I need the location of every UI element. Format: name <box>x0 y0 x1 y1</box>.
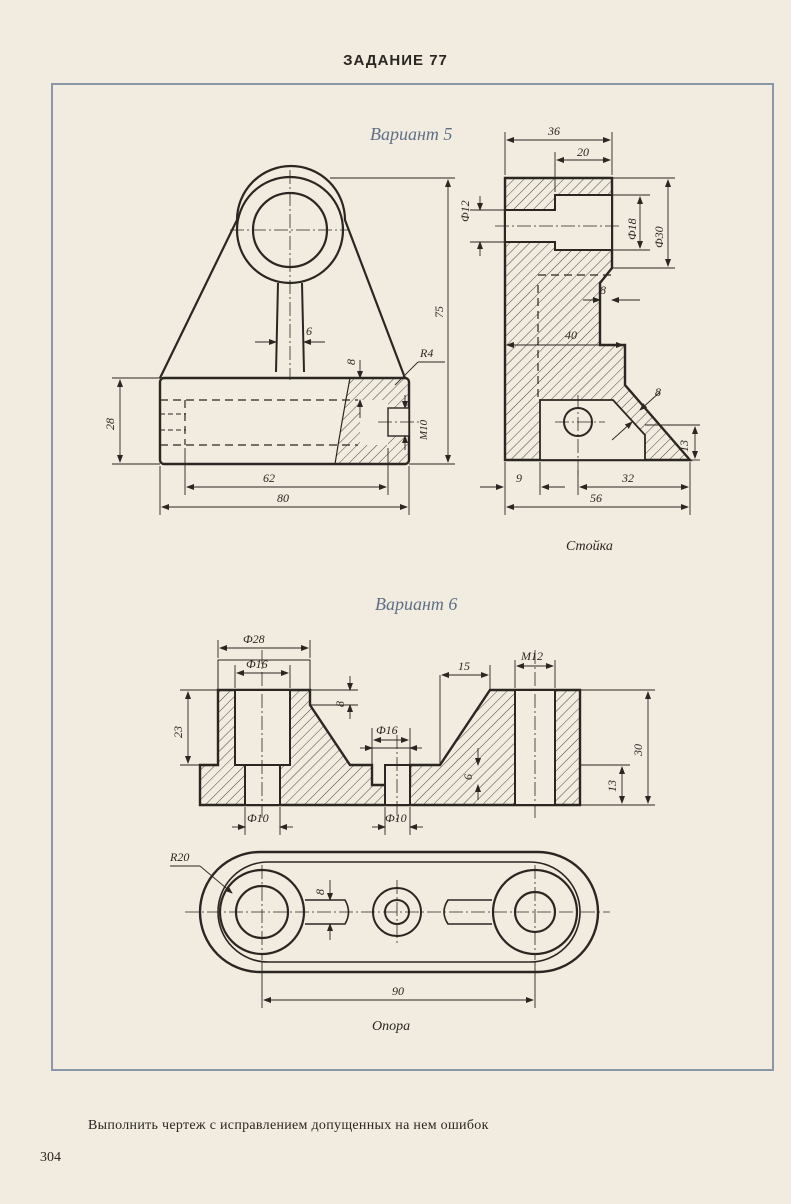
v5-dim-phi12: Ф12 <box>458 200 472 222</box>
v6-dim-15: 15 <box>458 659 470 673</box>
v5-dim-phi18: Ф18 <box>625 218 639 240</box>
v6-boss-top <box>217 659 311 690</box>
v6-dim-phi10b: Ф10 <box>385 811 407 825</box>
drawing-frame <box>51 83 774 1071</box>
task-caption: Выполнить чертеж с исправлением допущенн… <box>88 1118 489 1133</box>
v5-front-centerlines <box>230 170 420 423</box>
variant5-heading: Вариант 5 <box>370 124 452 144</box>
v5-dim-8c: 8 <box>655 385 661 399</box>
v6-dim-phi28: Ф28 <box>243 632 265 646</box>
v6-dim-23: 23 <box>171 726 185 738</box>
v6-dim-13: 13 <box>605 780 619 792</box>
v5-dim-phi30: Ф30 <box>652 226 666 248</box>
v5-dim-32: 32 <box>621 471 634 485</box>
v5-front-section-hatch <box>335 378 409 464</box>
v5-dim-75: 75 <box>432 306 446 318</box>
v6-dim-8a: 8 <box>333 701 347 707</box>
v6-dim-m12: M12 <box>520 649 543 663</box>
v6-dim-phi16a: Ф16 <box>246 657 268 671</box>
v6-dim-phi10a: Ф10 <box>247 811 269 825</box>
v5-dim-40: 40 <box>565 328 577 342</box>
v5-dim-6: 6 <box>306 324 312 338</box>
v5-dim-8b: 8 <box>600 283 606 297</box>
v6-front-section <box>198 688 582 807</box>
v5-dim-13: 13 <box>677 440 691 452</box>
v5-dim-28: 28 <box>103 418 117 430</box>
v5-break-line <box>334 377 351 465</box>
page-number: 304 <box>40 1150 61 1165</box>
v5-dim-20: 20 <box>577 145 589 159</box>
v5-part-name: Стойка <box>566 539 613 554</box>
v6-top-centerlines <box>185 865 610 960</box>
v5-front-view <box>158 164 411 466</box>
v6-dim-8b: 8 <box>313 889 327 895</box>
v5-dim-r4: R4 <box>419 346 433 360</box>
v6-dim-90: 90 <box>392 984 404 998</box>
v6-dim-30: 30 <box>631 744 645 757</box>
v6-dim-6: 6 <box>461 774 475 780</box>
v6-center-boss <box>371 747 411 765</box>
v5-dim-9: 9 <box>516 471 522 485</box>
page-title: ЗАДАНИЕ 77 <box>343 52 448 69</box>
v6-dim-phi16b: Ф16 <box>376 723 398 737</box>
v5-dim-62: 62 <box>263 471 275 485</box>
v6-dimension-lines <box>170 640 655 1008</box>
v5-dim-36: 36 <box>547 124 560 138</box>
v5-dim-m10: M10 <box>418 419 430 441</box>
v6-part-name: Опора <box>372 1019 410 1034</box>
v6-front-centerlines <box>261 650 536 820</box>
v5-dim-56: 56 <box>590 491 602 505</box>
v5-side-centerlines <box>495 225 620 475</box>
v6-dim-r20: R20 <box>169 850 189 864</box>
variant6-heading: Вариант 6 <box>375 594 457 614</box>
v5-dim-80: 80 <box>277 491 289 505</box>
v5-dim-8a: 8 <box>344 359 358 365</box>
v5-dimension-lines <box>112 132 700 515</box>
